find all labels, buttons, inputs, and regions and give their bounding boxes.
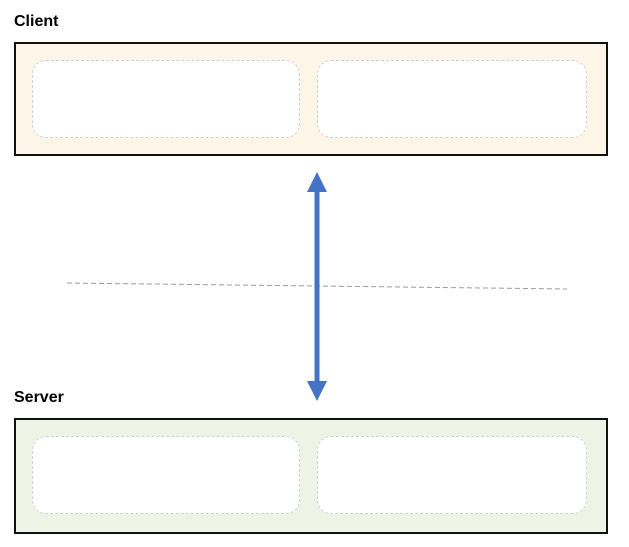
server-label: Server — [14, 389, 64, 406]
server-slot-left — [32, 436, 300, 514]
server-tier-box — [14, 418, 608, 534]
client-slot-left — [32, 60, 300, 138]
client-label: Client — [14, 13, 59, 30]
client-tier-box — [14, 42, 608, 156]
server-slot-right — [317, 436, 587, 514]
arrow-head-down-icon — [307, 381, 327, 401]
arrow-head-up-icon — [307, 172, 327, 192]
client-slot-right — [317, 60, 587, 138]
